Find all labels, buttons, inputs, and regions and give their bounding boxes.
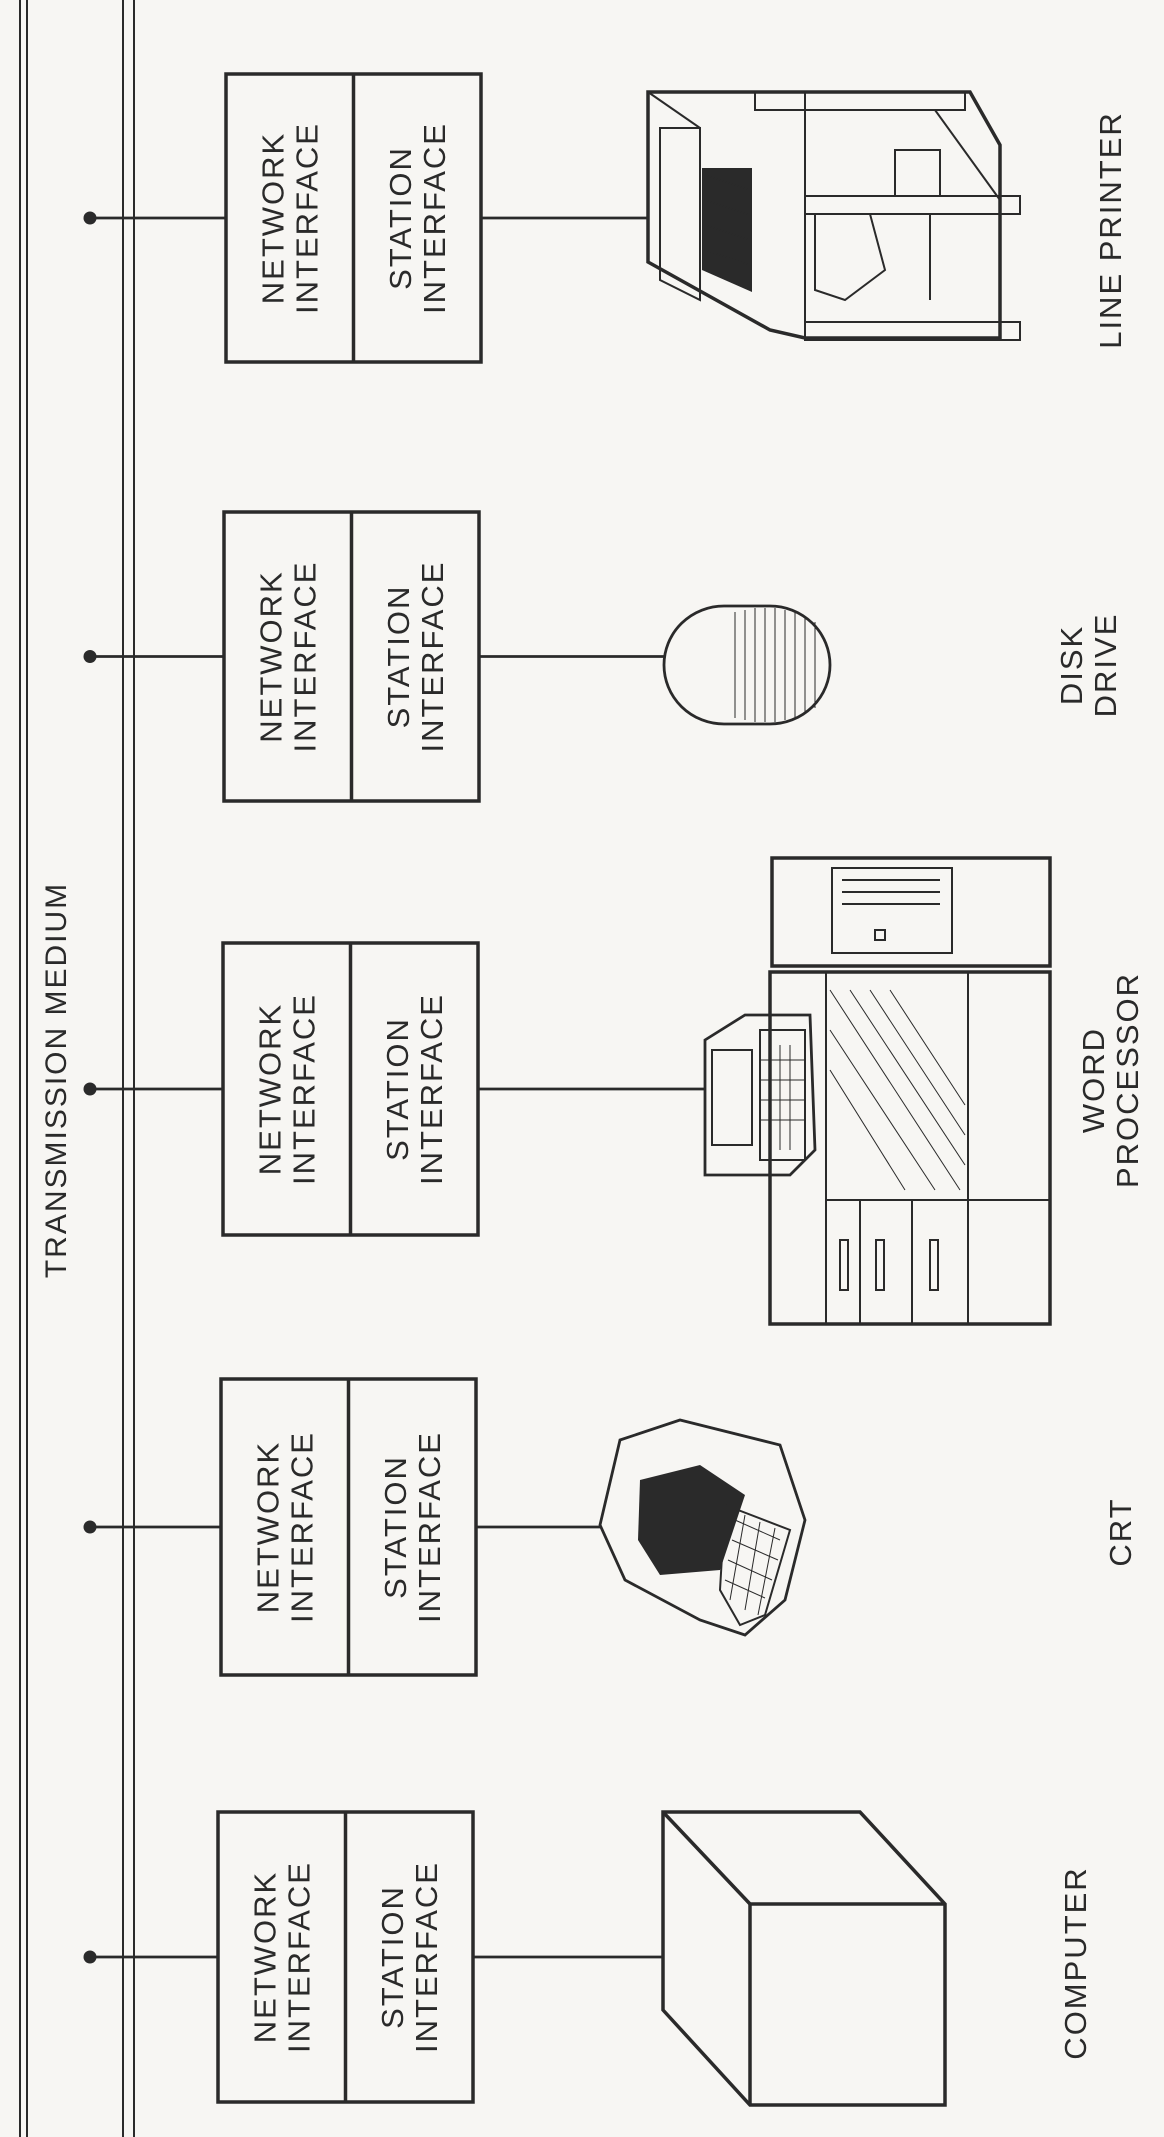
device-label: WORDPROCESSOR [1076,972,1145,1188]
station-4: NETWORKINTERFACE STATIONINTERFACE CRT [84,1379,1138,1675]
disk-drive-icon [664,606,830,724]
network-node-dot [84,1521,97,1534]
device-label: DISKDRIVE [1054,613,1123,718]
station-5: NETWORKINTERFACE STATIONINTERFACE COMPUTER [84,1812,1093,2102]
word-processor-icon [705,858,1050,1324]
station-interface-label: STATIONINTERFACE [380,993,449,1185]
station-1: NETWORKINTERFACE STATIONINTERFACE LINE PRI… [84,74,1128,362]
station-interface-label: STATIONINTERFACE [381,561,450,753]
line-printer-icon [648,92,1020,340]
network-node-dot [84,1951,97,1964]
station-interface-label: STATIONINTERFACE [383,122,452,314]
network-node-dot [84,212,97,225]
network-interface-label: NETWORKINTERFACE [251,1431,320,1623]
station-3: NETWORKINTERFACE STATIONINTERFACE WORDPROC… [84,943,1145,1235]
station-interface-label: STATIONINTERFACE [375,1861,444,2053]
network-node-dot [84,650,97,663]
network-interface-label: NETWORKINTERFACE [254,561,323,753]
network-interface-label: NETWORKINTERFACE [248,1861,317,2053]
device-label: COMPUTER [1058,1866,1093,2059]
network-node-dot [84,1083,97,1096]
device-label: LINE PRINTER [1093,111,1128,349]
station-2: NETWORKINTERFACE STATIONINTERFACE DISKDRIV… [84,512,1123,801]
device-label: CRT [1103,1497,1138,1566]
station-interface-label: STATIONINTERFACE [378,1431,447,1623]
network-interface-label: NETWORKINTERFACE [253,993,322,1185]
network-interface-label: NETWORKINTERFACE [256,122,325,314]
computer-icon [663,1812,945,2105]
transmission-medium [20,0,134,2137]
crt-terminal-icon [600,1420,805,1635]
transmission-medium-label: TRANSMISSION MEDIUM [40,882,73,1278]
